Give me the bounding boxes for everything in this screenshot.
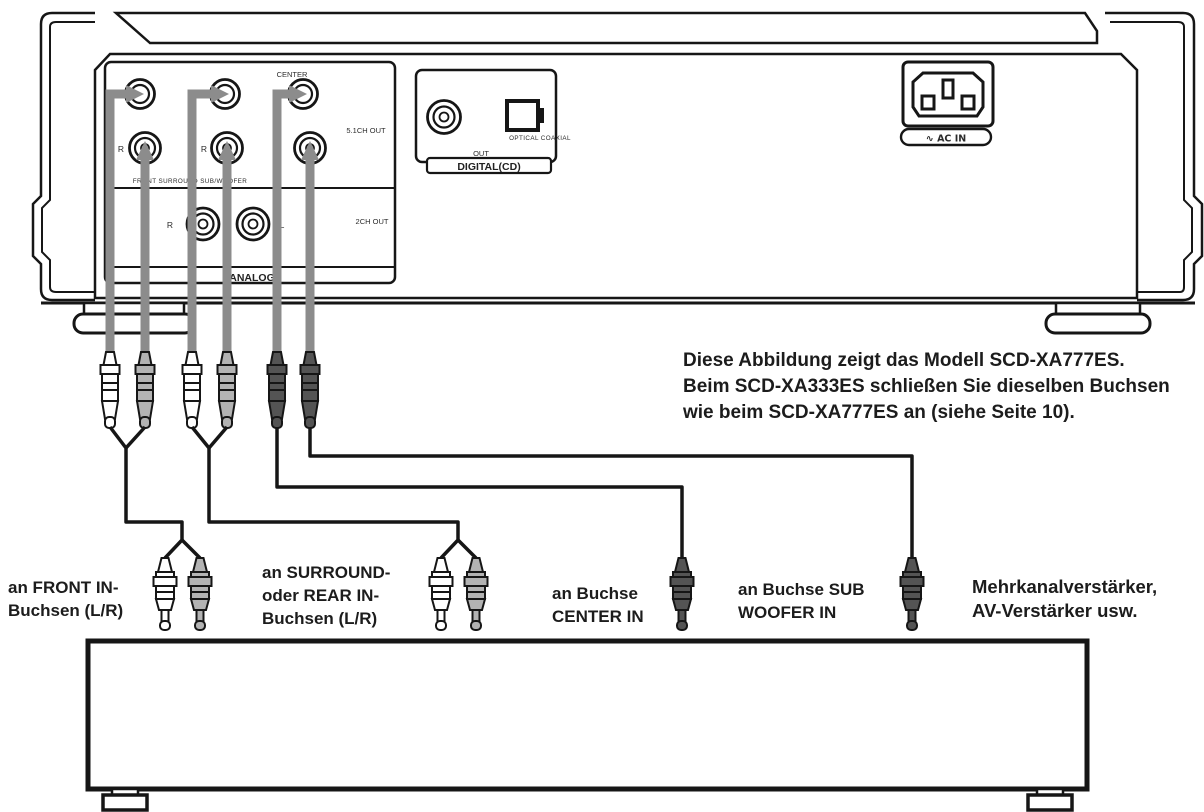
label-2ch-l: L bbox=[280, 220, 285, 230]
label-optical-coaxial: OPTICAL COAXIAL bbox=[509, 135, 571, 142]
amp-foot-left bbox=[101, 787, 149, 812]
label-center-jack: CENTER bbox=[277, 70, 308, 79]
ac-inlet: ∿ AC IN bbox=[899, 60, 995, 147]
amplifier-box bbox=[85, 638, 1090, 812]
center-in-label: an Buchse CENTER IN bbox=[552, 584, 644, 626]
jack-coaxial-out bbox=[426, 99, 462, 135]
source-plugs bbox=[99, 351, 321, 429]
label-2ch-out: 2CH OUT bbox=[356, 217, 389, 226]
label-front-r: R bbox=[118, 144, 124, 154]
dest-plug-surround-l bbox=[428, 557, 454, 631]
jack-2ch-l bbox=[235, 206, 271, 242]
left-side-bracket bbox=[31, 11, 95, 302]
label-51ch-out: 5.1CH OUT bbox=[346, 126, 386, 135]
cords bbox=[108, 425, 914, 560]
amp-foot-right bbox=[1026, 787, 1074, 812]
subwoofer-in-label: an Buchse SUB WOOFER IN bbox=[738, 580, 865, 622]
digital-panel: OPTICAL COAXIAL OUT DIGITAL(CD) bbox=[414, 68, 571, 175]
plug-front-l bbox=[99, 351, 121, 429]
label-ac-in: ∿ AC IN bbox=[926, 134, 966, 145]
amplifier-label: Mehrkanalverstärker, AV-Verstärker usw. bbox=[972, 576, 1158, 621]
plug-center bbox=[266, 351, 288, 429]
cord-subwoofer bbox=[308, 427, 914, 560]
player-foot-left bbox=[72, 301, 196, 335]
ac-socket bbox=[911, 71, 985, 118]
cable-front-l bbox=[105, 89, 126, 356]
label-digital-out: OUT bbox=[473, 149, 489, 158]
plug-surround-r bbox=[216, 351, 238, 429]
label-surround-r: R bbox=[201, 144, 207, 154]
player-foot-right bbox=[1044, 301, 1152, 335]
plug-front-r bbox=[134, 351, 156, 429]
dest-plug-center bbox=[669, 557, 695, 631]
surround-in-label: an SURROUND- oder REAR IN- Buchsen (L/R) bbox=[262, 563, 391, 628]
jack-optical-out bbox=[505, 99, 544, 132]
cord-surround bbox=[190, 425, 460, 560]
plug-surround-l bbox=[181, 351, 203, 429]
dest-plug-subwoofer bbox=[899, 557, 925, 631]
label-2ch-r: R bbox=[167, 220, 173, 230]
dest-plug-front-r bbox=[187, 557, 213, 631]
cable-center bbox=[272, 89, 289, 356]
top-lid bbox=[112, 11, 1099, 45]
dest-plug-front-l bbox=[152, 557, 178, 631]
cord-front bbox=[108, 425, 184, 560]
dest-plug-surround-r bbox=[463, 557, 489, 631]
cord-center bbox=[275, 427, 684, 560]
front-in-label: an FRONT IN- Buchsen (L/R) bbox=[8, 578, 124, 620]
audio-cables bbox=[105, 85, 319, 356]
model-note: Diese Abbildung zeigt das Modell SCD-XA7… bbox=[683, 350, 1170, 423]
plug-subwoofer bbox=[299, 351, 321, 429]
label-digital-cd: DIGITAL(CD) bbox=[457, 161, 520, 173]
label-analog: ANALOG bbox=[229, 272, 275, 284]
cable-surround-l bbox=[187, 89, 211, 356]
